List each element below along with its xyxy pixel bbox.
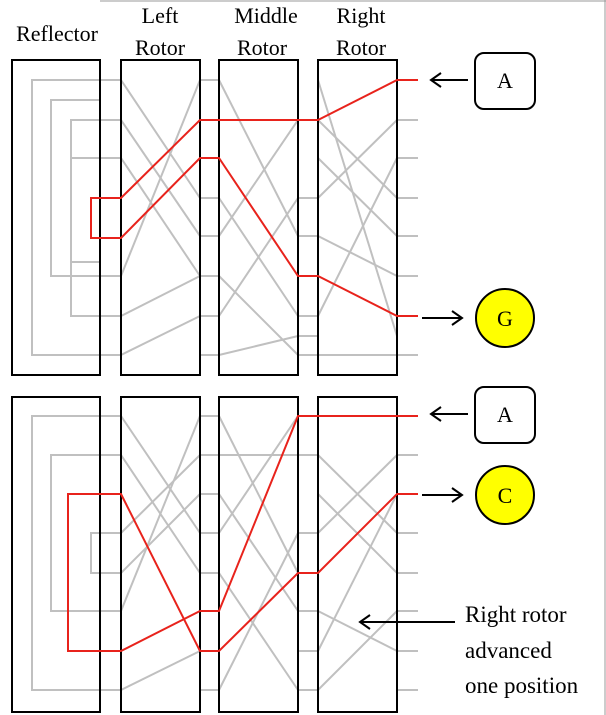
top-reflector-box	[11, 59, 101, 376]
annotation-line2: advanced	[465, 638, 552, 663]
header-right-line1: Right	[337, 3, 386, 28]
header-middle-line2: Rotor	[237, 35, 288, 60]
bottom-input-arrow	[429, 406, 468, 422]
top-lamp-label: G	[497, 306, 513, 331]
bottom-lamp-label: C	[498, 483, 513, 508]
bottom-reflector-box	[11, 396, 101, 713]
bottom-key-label: A	[497, 402, 513, 427]
bottom-right-rotor-box	[317, 396, 398, 713]
bottom-output-arrow	[422, 487, 464, 503]
header-middle-line1: Middle	[234, 3, 298, 28]
bottom-lamp-C	[475, 465, 535, 525]
bottom-rotor-wiring	[100, 415, 418, 691]
top-reflector-wiring	[31, 79, 100, 356]
top-signal-path	[90, 79, 418, 317]
bottom-panel: A C Right rotor advanced one position	[11, 386, 579, 713]
bottom-signal-path	[67, 415, 418, 652]
header-left-line2: Rotor	[135, 35, 186, 60]
top-lamp-G	[475, 288, 535, 348]
top-left-rotor-box	[120, 59, 201, 376]
top-output-arrow	[422, 310, 464, 326]
top-input-arrow	[429, 72, 468, 88]
top-key-label: A	[497, 68, 513, 93]
top-rotor-wiring	[100, 79, 418, 356]
annotation-line3: one position	[465, 673, 579, 698]
bottom-middle-rotor-box	[218, 396, 299, 713]
bottom-reflector-wiring	[31, 415, 100, 691]
header-reflector: Reflector	[16, 21, 99, 46]
bottom-key-A[interactable]	[474, 386, 536, 444]
top-key-A[interactable]	[474, 52, 536, 110]
annotation-arrow	[358, 614, 455, 630]
top-right-rotor-box	[317, 59, 398, 376]
top-middle-rotor-box	[218, 59, 299, 376]
bottom-left-rotor-box	[120, 396, 201, 713]
top-panel: A G	[11, 52, 536, 376]
header-right-line2: Rotor	[336, 35, 387, 60]
header-left-line1: Left	[142, 3, 179, 28]
annotation-line1: Right rotor	[465, 602, 567, 627]
